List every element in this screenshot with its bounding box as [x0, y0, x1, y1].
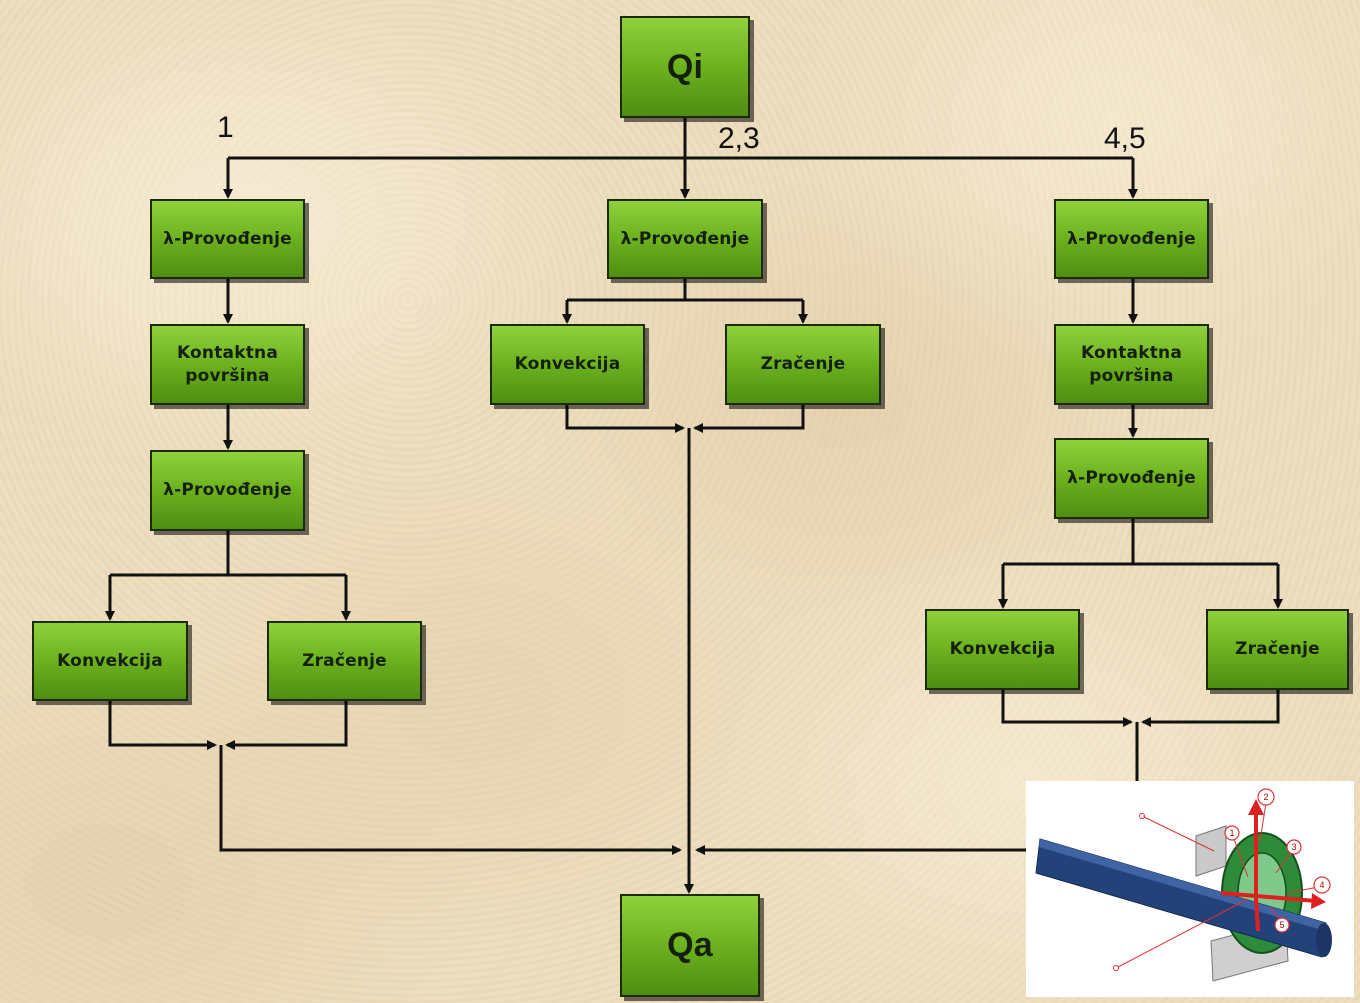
callout-3: 3: [1291, 842, 1296, 852]
node-qa: Qa: [620, 894, 760, 997]
node-b3-provodenje-1: λ-Provođenje: [1054, 199, 1209, 279]
connector-b1-merge-l: [108, 701, 217, 750]
connector-b1-down: [219, 745, 682, 855]
shaft-bearing-drawing: 1 2 3 4 5: [1035, 788, 1332, 982]
node-b2-provodenje: λ-Provođenje: [607, 199, 763, 279]
connector-b2-merge-l: [565, 405, 685, 433]
node-b1-kontaktna-povrsina: Kontaktna površina: [150, 324, 305, 405]
node-qi: Qi: [620, 16, 750, 118]
branch-label-right: 4,5: [1104, 122, 1146, 155]
node-b3-zracenje: Zračenje: [1206, 609, 1349, 690]
branch-label-left: 1: [217, 111, 234, 144]
node-b3-konvekcija: Konvekcija: [925, 609, 1080, 690]
branch-label-center: 2,3: [718, 122, 760, 155]
node-b2-zracenje: Zračenje: [725, 324, 881, 405]
connector-b1-merge-r: [225, 701, 348, 750]
connector-b3-split: [1003, 519, 1278, 566]
connector-b2-split: [567, 279, 803, 302]
node-b1-zracenje: Zračenje: [267, 621, 422, 701]
node-b1-konvekcija: Konvekcija: [32, 621, 188, 701]
callout-5: 5: [1279, 920, 1284, 930]
connector-b1-split: [110, 531, 346, 577]
shaft-bearing-illustration: 1 2 3 4 5: [1026, 781, 1354, 997]
node-b1-provodenje-1: λ-Provođenje: [150, 199, 305, 279]
node-b3-provodenje-2: λ-Provođenje: [1054, 438, 1209, 519]
callout-1: 1: [1229, 828, 1234, 838]
connector-b2-merge-r: [693, 405, 805, 433]
node-b2-konvekcija: Konvekcija: [490, 324, 645, 405]
callout-2: 2: [1263, 792, 1268, 802]
connector-b3-merge-r: [1141, 690, 1280, 727]
callout-4: 4: [1319, 880, 1324, 890]
node-b3-kontaktna-povrsina: Kontaktna površina: [1054, 324, 1209, 405]
node-b1-provodenje-2: λ-Provođenje: [150, 450, 305, 531]
connector-b3-merge-l: [1001, 690, 1133, 727]
